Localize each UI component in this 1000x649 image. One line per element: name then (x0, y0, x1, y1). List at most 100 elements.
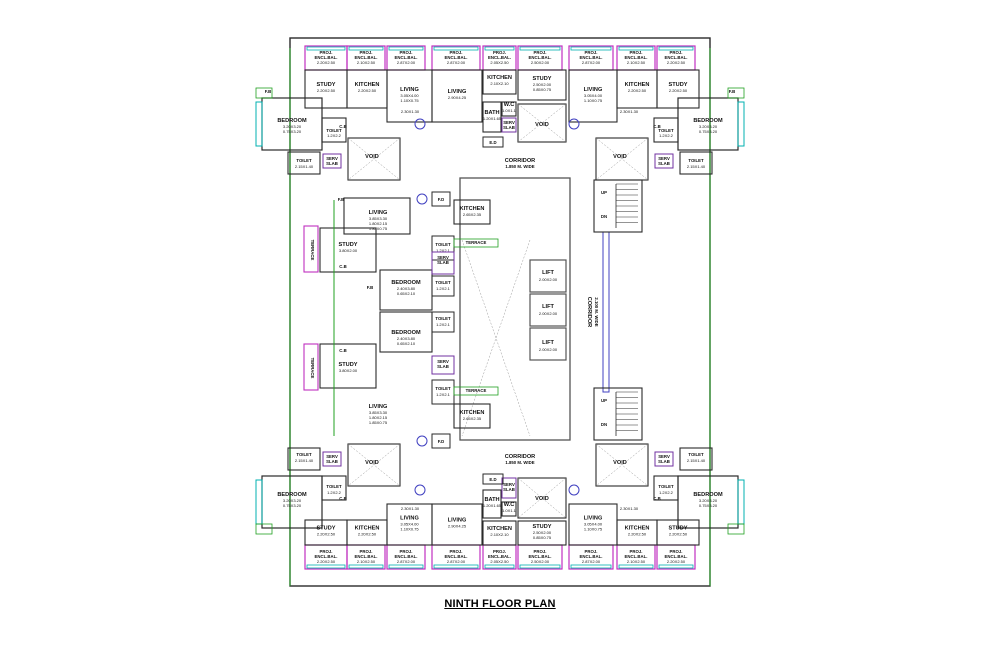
upper-staircase-outline (593, 179, 643, 233)
lower-mid-study (319, 343, 377, 389)
bottom-study-outline (517, 520, 567, 546)
top-left-study-size: 2.20X2.50 (317, 88, 336, 93)
top-left-hall-dim: 2.30X1.30 (401, 109, 420, 114)
bottom-left-living-name: LIVING (400, 516, 419, 522)
balcony-proj-label-2: PROJ. (400, 50, 413, 55)
bottom-left-bedroom-size-2: 0.75X3.20 (283, 503, 302, 508)
upper-mid-serv-label: SERV (437, 255, 449, 260)
top-left-toilet2-name: TOILET (296, 158, 312, 163)
balcony-size-4: 2.05X2.50 (490, 559, 509, 564)
bottom-left-bedroom-name: BEDROOM (277, 492, 307, 498)
balcony-proj-label-8: PROJ. (670, 50, 683, 55)
lower-mid-toilet2-size: 1.2X2.1 (436, 322, 451, 327)
upper-mid-unit-fd (431, 191, 451, 207)
top-left-living-size: 3.05X4.00 (400, 93, 419, 98)
bottom-right-bedroom-size-2: 0.75X3.20 (699, 503, 718, 508)
upper-mid-unit-toilet-name: TOILET (435, 242, 451, 247)
bottom-serv-slab (501, 477, 517, 499)
top-wc-size: 1.0X1.1 (502, 108, 517, 113)
balcony-proj-label-4: PROJ. (493, 549, 506, 554)
top-right-bedroom-window (737, 101, 745, 147)
top-bath-size: 1.20X1.65 (483, 116, 502, 121)
upper-mid-unit-kitchen-name: KITCHEN (460, 206, 485, 212)
top-left-toilet-name: TOILET (326, 128, 342, 133)
balcony-window-4 (484, 46, 515, 51)
bottom-wc-name: W.C (504, 502, 515, 508)
bottom-right-kitchen-size: 2.20X2.50 (628, 532, 647, 537)
balcony-size-8: 2.20X2.50 (667, 559, 686, 564)
lower-mid-cb: C.B (339, 348, 346, 353)
bottom-right-bedroom-size: 3.20X3.20 (699, 498, 718, 503)
bottom-corridor-label: CORRIDOR (505, 454, 535, 460)
plan-title: NINTH FLOOR PLAN (444, 598, 556, 610)
top-right-toilet-name: TOILET (658, 128, 674, 133)
balcony-proj-label-0: PROJ. (320, 50, 333, 55)
balcony-size-0: 2.20X2.50 (317, 559, 336, 564)
balcony-encl-label-0: ENCL.BAL. (315, 554, 338, 559)
bottom-right-toilet-size: 1.2X2.2 (659, 490, 674, 495)
bottom-study-name: STUDY (533, 524, 552, 530)
lower-mid-toilet2-name: TOILET (435, 316, 451, 321)
balcony-proj-label-3: PROJ. (450, 50, 463, 55)
lower-mid-unit-shaft (416, 435, 428, 447)
top-right-kitchen-size: 2.20X2.50 (628, 88, 647, 93)
top-mid-living-outline (431, 69, 483, 123)
top-right-bedroom-size: 3.20X3.20 (699, 124, 718, 129)
bottom-left-toilet2-size: 2.15X1.40 (295, 458, 314, 463)
top-left-shaft (414, 118, 426, 130)
bottom-left-toilet2-name: TOILET (296, 452, 312, 457)
balcony-encl-label-7: ENCL.BAL. (625, 55, 648, 60)
balcony-size-1: 2.10X2.50 (357, 60, 376, 65)
lower-mid-unit-terrace (453, 386, 499, 396)
top-serv-label: SERV (503, 120, 515, 125)
lower-mid-unit-kitchen-size: 2.65X2.35 (463, 416, 482, 421)
central-open-shaft-diag-a (461, 239, 531, 437)
upper-mid-study-name: STUDY (339, 242, 358, 248)
top-bath-outline (482, 101, 502, 133)
balcony-proj-label-6: PROJ. (585, 50, 598, 55)
mid-fb: F.B (367, 285, 373, 290)
upper-mid-unit-toilet (431, 235, 455, 261)
balcony-encl-label-3: ENCL.BAL. (445, 55, 468, 60)
bottom-left-bedroom-window (255, 479, 263, 525)
top-right-bedroom-size-2: 0.75X3.20 (699, 129, 718, 134)
lift-3-label: LIFT (542, 340, 554, 346)
bottom-right-slab-label: SLAB (658, 459, 670, 464)
lift-3 (529, 327, 567, 361)
bottom-right-bedroom-name: BEDROOM (693, 492, 723, 498)
balcony-window-1 (348, 564, 384, 569)
balcony-encl-label-1: ENCL.BAL. (355, 55, 378, 60)
top-right-living-size-2: 1.10X0.75 (584, 98, 603, 103)
top-study-name: STUDY (533, 76, 552, 82)
top-left-slab-label: SLAB (326, 161, 338, 166)
top-bath-name: BATH (484, 110, 499, 116)
balcony-size-7: 2.10X2.50 (627, 60, 646, 65)
balcony-encl-label-3: ENCL.BAL. (445, 554, 468, 559)
balcony-encl-label-6: ENCL.BAL. (580, 55, 603, 60)
balcony-size-6: 2.87X2.00 (582, 60, 601, 65)
bottom-wc-outline (501, 501, 517, 517)
top-kitchen-outline (482, 69, 517, 95)
balcony-size-3: 2.87X2.00 (447, 60, 466, 65)
top-ed (482, 136, 504, 148)
upper-mid-toilet2-name: TOILET (435, 280, 451, 285)
upper-mid-study-size: 3.80X2.00 (339, 248, 358, 253)
top-right-toilet-size: 1.2X2.2 (659, 133, 674, 138)
bottom-left-slab-label: SLAB (326, 459, 338, 464)
bottom-ed-label: E.D (489, 477, 496, 482)
lower-staircase-dir-1: UP (601, 398, 607, 403)
bottom-right-shaft (568, 484, 580, 496)
top-balcony-strip: PROJ.ENCL.BAL.2.20X2.50PROJ.ENCL.BAL.2.1… (304, 45, 696, 71)
top-right-cb: C.B (653, 124, 660, 129)
bottom-study-size: 2.50X2.00 (533, 530, 552, 535)
bottom-left-toilet (321, 475, 347, 501)
balcony-proj-label-4: PROJ. (493, 50, 506, 55)
lower-mid-toilet-2 (431, 311, 455, 333)
upper-terrace-strip (303, 225, 319, 273)
bottom-left-living-size-2: 1.10X0.75 (400, 527, 419, 532)
balcony-proj-label-3: PROJ. (450, 549, 463, 554)
top-mid-living-name: LIVING (448, 89, 467, 95)
bottom-right-toilet (653, 475, 679, 501)
balcony-proj-label-7: PROJ. (630, 50, 643, 55)
